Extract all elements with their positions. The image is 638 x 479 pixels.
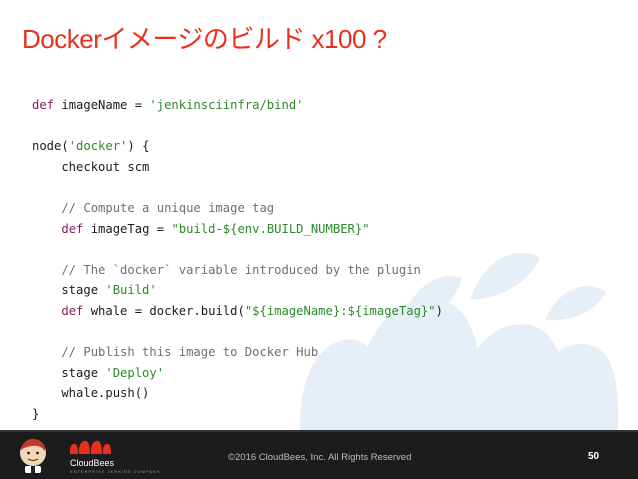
code-string: "build-${env.BUILD_NUMBER}" [171, 221, 370, 236]
code-text: stage [32, 283, 106, 298]
code-keyword: def [61, 221, 84, 236]
code-line: stage 'Deploy' [32, 363, 443, 384]
code-line [32, 239, 443, 260]
code-keyword: def [32, 98, 55, 112]
code-line: def whale = docker.build("${imageName}:$… [32, 301, 443, 322]
code-line [32, 116, 443, 137]
code-line [32, 322, 443, 343]
code-string: 'Build' [105, 283, 157, 298]
code-string: "${imageName}:${imageTag}" [244, 303, 436, 318]
code-string: 'jenkinsciinfra/bind' [149, 98, 304, 112]
code-text: whale.push() [32, 386, 150, 401]
code-line: stage 'Build' [32, 280, 443, 301]
code-line: // Compute a unique image tag [32, 198, 443, 219]
code-text: ) { [127, 139, 150, 154]
code-text [32, 222, 61, 236]
code-line: // Publish this image to Docker Hub [32, 342, 443, 363]
code-line [32, 177, 443, 198]
footer: CloudBees ENTERPRISE JENKINS COMPANY ©20… [0, 430, 638, 479]
footer-logo: CloudBees ENTERPRISE JENKINS COMPANY [18, 434, 160, 476]
code-text [32, 304, 61, 318]
code-line: node('docker') { [32, 136, 443, 157]
code-text: imageName = [54, 98, 150, 112]
code-keyword: def [61, 303, 84, 318]
code-comment: // Publish this image to Docker Hub [32, 345, 319, 360]
code-line: // The `docker` variable introduced by t… [32, 260, 443, 281]
brand-name: CloudBees [70, 458, 115, 468]
code-text: imageTag = [83, 221, 172, 236]
code-text: node( [32, 139, 69, 154]
code-text: whale = docker.build( [83, 303, 245, 318]
code-comment: // Compute a unique image tag [32, 200, 275, 215]
code-line: def imageTag = "build-${env.BUILD_NUMBER… [32, 219, 443, 240]
jenkins-butler-icon [20, 438, 46, 473]
code-comment: // The `docker` variable introduced by t… [32, 262, 421, 277]
code-text: stage [32, 365, 106, 380]
cloudbees-logo-icon [69, 440, 111, 454]
cloudbees-watermark-icon [299, 252, 619, 430]
code-line: def imageName = 'jenkinsciinfra/bind' [32, 95, 443, 116]
code-line: checkout scm [32, 157, 443, 178]
copyright-text: ©2016 CloudBees, Inc. All Rights Reserve… [228, 452, 412, 463]
code-line: whale.push() [32, 383, 443, 404]
code-text: ) [435, 303, 443, 318]
code-block: def imageName = 'jenkinsciinfra/bind' nod… [32, 95, 443, 425]
brand-tagline: ENTERPRISE JENKINS COMPANY [70, 469, 161, 474]
code-string: 'docker' [68, 139, 128, 154]
code-text: checkout scm [32, 159, 150, 174]
code-string: 'Deploy' [105, 365, 165, 380]
footer-divider [0, 430, 638, 432]
code-line: } [32, 404, 443, 425]
page-number: 50 [588, 451, 600, 462]
code-text: } [32, 406, 40, 421]
slide-title: Dockerイメージのビルド x100 ? [22, 24, 387, 54]
